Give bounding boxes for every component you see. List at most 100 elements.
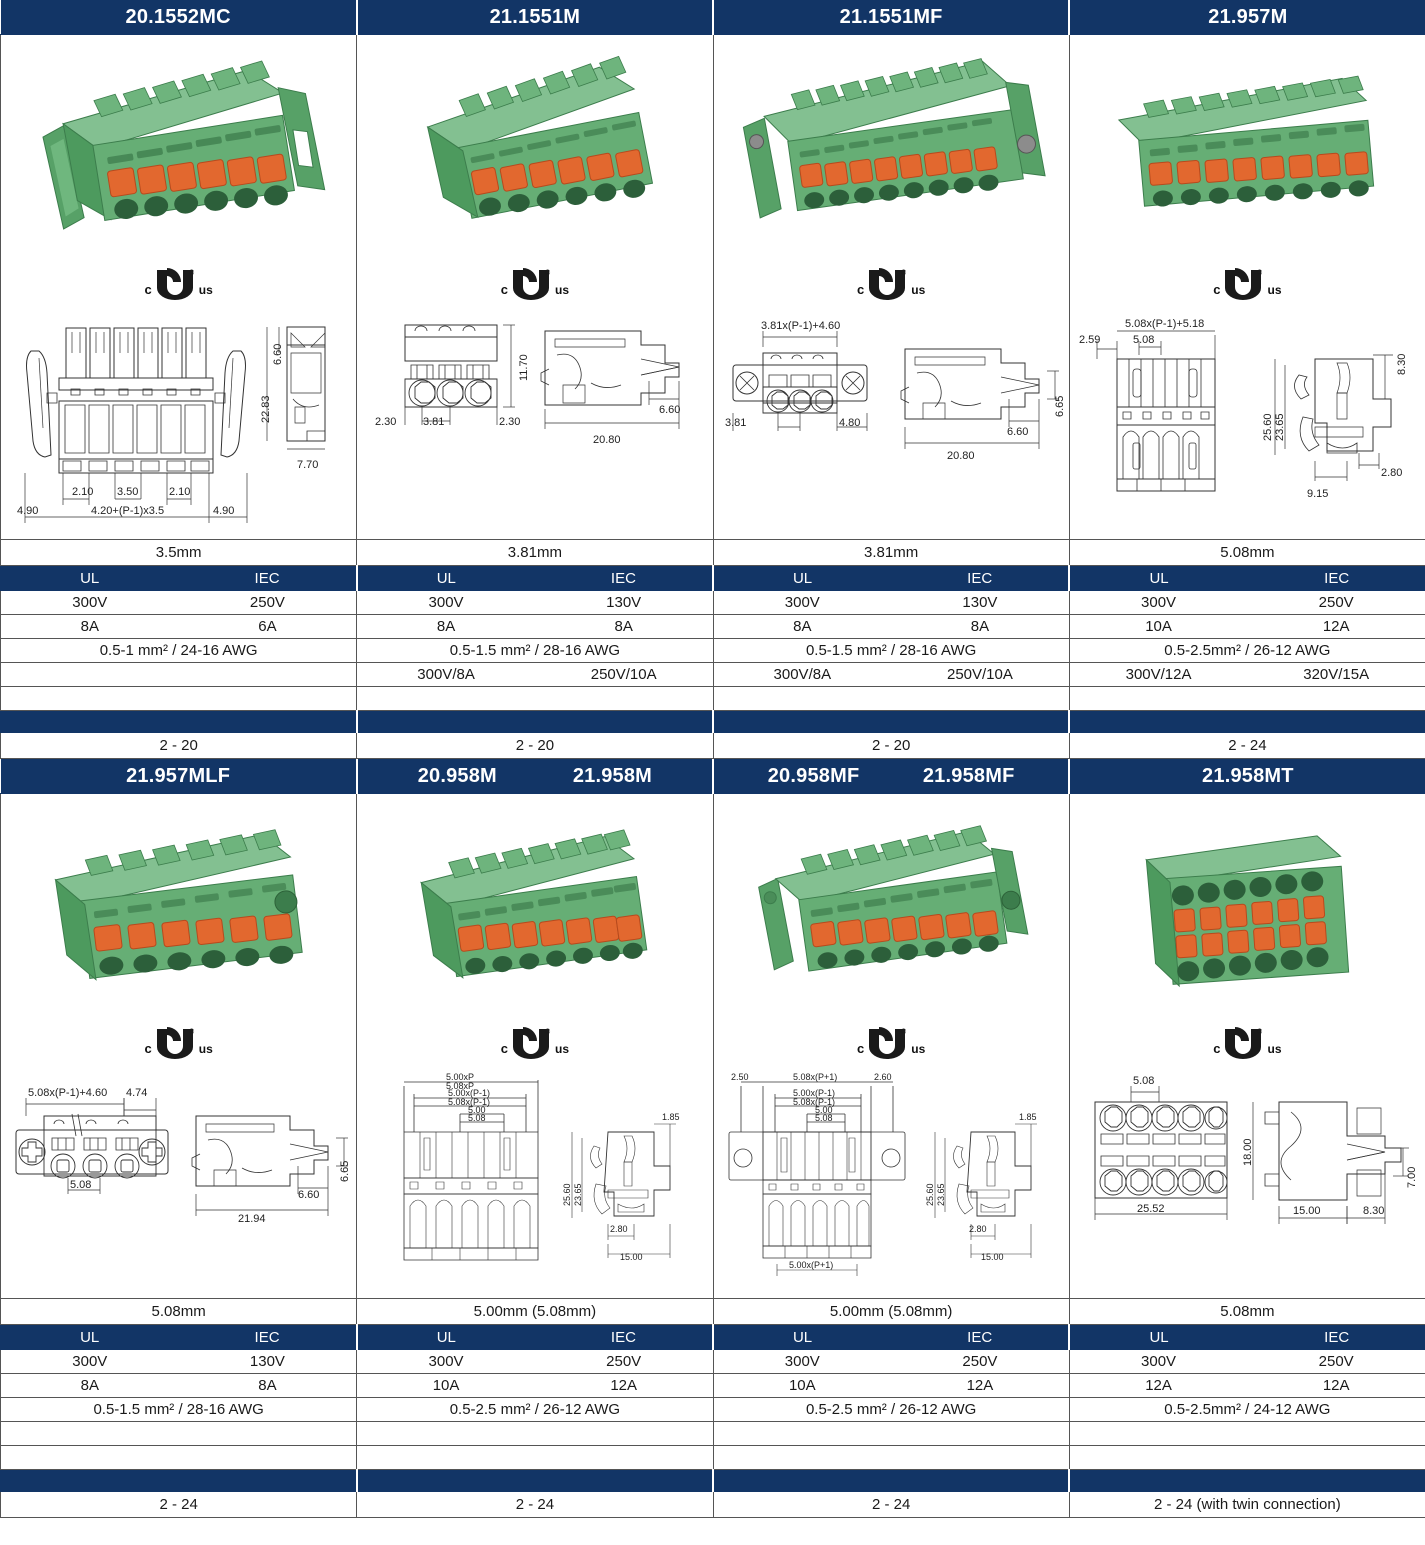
ul-mark-us: us [1267, 1042, 1282, 1056]
ul-mark-glyph: ® [1221, 1025, 1265, 1059]
iec-tertiary-rating [179, 1446, 357, 1469]
iec-current: 12A [966, 1377, 994, 1394]
iec-secondary-rating [1247, 1422, 1425, 1445]
iec-secondary-rating [535, 1422, 713, 1445]
ul-current: 12A [1145, 1377, 1172, 1394]
part-number-cell[interactable]: 21.1551M [356, 0, 715, 35]
poles-header-cell [356, 710, 715, 733]
poles-header-cell [1068, 1469, 1425, 1492]
dim-label: 6.60 [298, 1189, 319, 1201]
tertiary-rating-cell [0, 686, 358, 711]
part-number-cell[interactable]: 21.957M [1069, 0, 1425, 35]
ul-mark-glyph: ® [153, 266, 197, 300]
figure-cell-21-958MT: c ® us [1068, 793, 1425, 1299]
dim-label: 2.30 [375, 416, 396, 428]
pitch-cell: 5.08mm [1068, 1298, 1425, 1325]
ul-header: UL [1149, 1328, 1169, 1346]
pitch-row: 3.5mm 3.81mm 3.81mm 5.08mm [0, 539, 1425, 566]
dim-label: 4.20+(P-1)x3.5 [91, 505, 164, 517]
tertiary-rating-cell [712, 1445, 1070, 1470]
drawing-svg-958MF: 2.50 2.60 5.08x(P+1) 5.00x(P-1) 5.08x(P-… [719, 1072, 1064, 1287]
dim-label: 5.08x(P-1)+5.18 [1125, 318, 1204, 330]
dim-label: 5.08x(P-1) [448, 1097, 490, 1107]
ul-current: 10A [432, 1377, 460, 1394]
dim-label: 7.00 [1406, 1167, 1418, 1188]
iec-current: 12A [610, 1377, 638, 1394]
dim-label: 5.00x(P-1) [793, 1088, 835, 1098]
wire-range-value: 0.5-1 mm² / 24-16 AWG [99, 642, 258, 659]
dim-label: 5.08xP [446, 1081, 474, 1091]
iec-current: 8A [258, 1377, 277, 1394]
product-photo [1, 36, 356, 257]
ul-secondary-rating [357, 1422, 535, 1445]
part-number-cell[interactable]: 21.957MLF [0, 759, 358, 794]
figure-cell-20-1552MC: c ® us [0, 34, 358, 540]
dim-label: 5.08x(P+1) [793, 1072, 837, 1082]
drawing-svg-958M: 5.00xP 5.08xP 5.00x(P-1) 5.08x(P-1) 5.00… [362, 1072, 680, 1262]
dim-label: 2.10 [169, 486, 190, 498]
dim-label: 2.50 [731, 1072, 749, 1082]
part-number-cell[interactable]: 20.958M 21.958M [356, 759, 715, 794]
dim-label: 5.08 [70, 1179, 91, 1191]
dim-label: 23.65 [1274, 413, 1286, 441]
ul-mark-glyph: ® [509, 266, 553, 300]
ul-mark-glyph: ® [865, 1025, 909, 1059]
part-number-cell[interactable]: 21.958MT [1069, 759, 1425, 794]
part-number-label: 21.1551MF [839, 5, 943, 28]
iec-tertiary-rating [179, 687, 357, 710]
dim-label: 8.30 [1363, 1205, 1384, 1217]
ul-secondary-rating: 300V/8A [773, 666, 832, 683]
poles-cell: 2 - 24 (with twin connection) [1068, 1491, 1425, 1518]
drawing-svg-21-958MT: 5.08 25.52 18.00 15.00 8.30 7.00 [1075, 1075, 1418, 1262]
part-number-label: 21.957MLF [126, 764, 231, 787]
dim-label: 1.85 [1019, 1112, 1037, 1122]
iec-secondary-rating: 250V/10A [590, 666, 657, 683]
part-number-cell[interactable]: 21.1551MF [713, 0, 1071, 35]
cURus-listing-mark: c ® us [857, 266, 925, 300]
drawing-svg-20-1552MC: 2.10 3.50 2.10 4.90 4.20+(P-1)x3.5 4.90 … [17, 313, 349, 528]
figure-cell-958MF: c ® us [712, 793, 1070, 1299]
cURus-listing-mark: c ® us [145, 1025, 213, 1059]
product-photo [714, 795, 1069, 1016]
tertiary-rating-cell [356, 1445, 714, 1470]
dim-label: 25.60 [925, 1183, 935, 1206]
product-photo [357, 36, 712, 257]
drawing-svg-21-1551MF: 3.81x(P-1)+4.60 3.81 4.80 6.65 6.60 20.8… [725, 320, 1064, 462]
iec-header: IEC [610, 569, 636, 587]
ul-mark-c: c [1213, 1041, 1221, 1056]
dim-label: 8.30 [1396, 354, 1408, 375]
ul-secondary-rating [1070, 1422, 1248, 1445]
tertiary-rating-cell [356, 686, 714, 711]
dim-label: 6.60 [272, 344, 284, 365]
wire-range-value: 0.5-1.5 mm² / 28-16 AWG [449, 642, 621, 659]
iec-voltage: 250V [606, 1352, 642, 1370]
ul-mark-c: c [1213, 282, 1221, 297]
poles-row: 2 - 24 2 - 24 2 - 24 2 - 24 (with twin c… [0, 1491, 1425, 1518]
part-number-cell[interactable]: 20.958MF 21.958MF [713, 759, 1071, 794]
tertiary-rating-row [0, 686, 1425, 711]
iec-header: IEC [610, 1328, 636, 1346]
dim-label: 2.60 [874, 1072, 892, 1082]
ul-secondary-rating [1, 1422, 179, 1445]
secondary-rating-cell [1068, 1421, 1425, 1446]
part-number-cell[interactable]: 20.1552MC [0, 0, 358, 35]
part-number-label: 20.1552MC [125, 5, 231, 28]
iec-secondary-rating: 250V/10A [946, 666, 1013, 683]
ul-header: UL [436, 569, 456, 587]
dim-label: 22.83 [260, 395, 272, 423]
technical-drawing: 2.50 2.60 5.08x(P+1) 5.00x(P-1) 5.08x(P-… [714, 1068, 1069, 1297]
